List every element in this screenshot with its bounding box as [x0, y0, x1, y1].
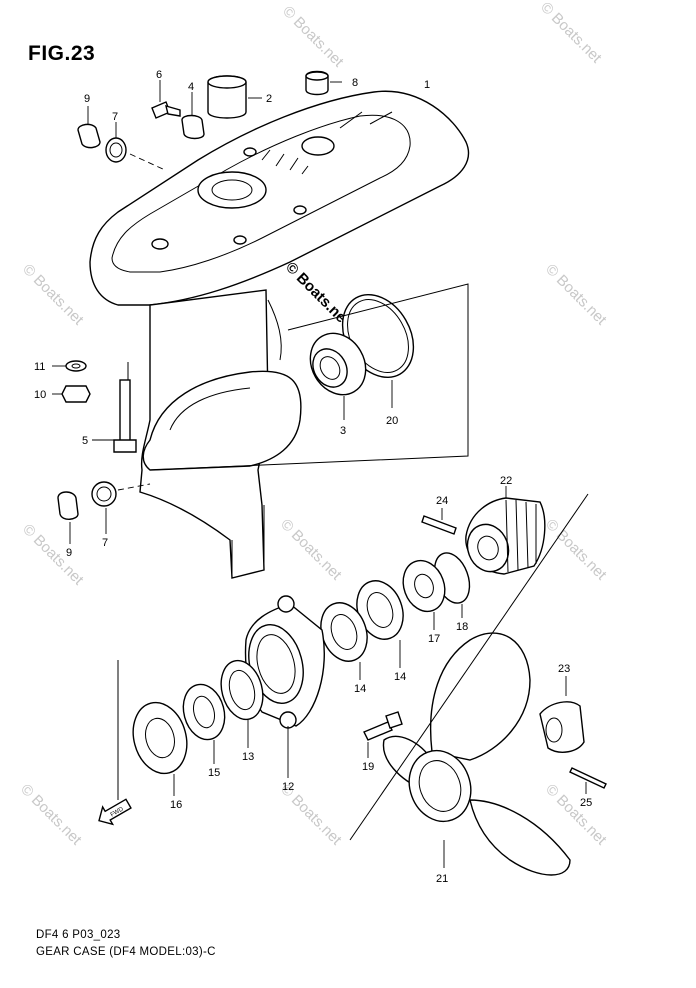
label-part-4: 4: [188, 81, 194, 93]
label-part-9-lower: 9: [66, 547, 72, 559]
watermark: © Boats.net: [17, 781, 85, 849]
part-2-bushing: [207, 75, 262, 119]
part-14-bearing-b: [320, 602, 368, 680]
label-part-2: 2: [266, 93, 272, 105]
label-part-15: 15: [208, 767, 220, 779]
label-part-10: 10: [34, 389, 46, 401]
label-part-7-lower: 7: [102, 537, 108, 549]
part-23-cone-nut: [539, 676, 585, 753]
part-5-stud-bolt: [92, 379, 137, 453]
label-part-7-upper: 7: [112, 111, 118, 123]
part-15-bearing: [182, 683, 226, 764]
watermark: © Boats.net: [537, 0, 605, 67]
part-7-gasket-lower: [91, 481, 151, 534]
part-22-clutch: [465, 486, 546, 575]
part-8-bushing: [305, 70, 342, 96]
watermark: © Boats.net: [19, 261, 87, 329]
figure-code: DF4 6 P03_023: [36, 929, 121, 941]
part-9-plug-upper: [77, 106, 101, 149]
part-13-lock-plate: [220, 659, 264, 748]
label-part-19: 19: [362, 761, 374, 773]
part-9-plug-lower: [57, 491, 79, 544]
label-part-18: 18: [456, 621, 468, 633]
part-10-nut: [52, 385, 91, 403]
part-4-washer: [181, 92, 205, 140]
fwd-arrow-icon: FWD: [98, 798, 132, 826]
label-part-17: 17: [428, 633, 440, 645]
figure-title: FIG.23: [28, 42, 96, 65]
label-part-3: 3: [340, 425, 346, 437]
watermark: © Boats.net: [279, 3, 347, 71]
label-part-14-b: 14: [354, 683, 366, 695]
part-3-bearing: [309, 332, 367, 420]
part-17-gear: [402, 559, 446, 630]
part-7-gasket-upper: [105, 122, 166, 171]
part-11-washer: [52, 360, 87, 372]
label-part-8: 8: [352, 77, 358, 89]
label-part-20: 20: [386, 415, 398, 427]
part-24-pin: [421, 508, 457, 535]
label-part-6: 6: [156, 69, 162, 81]
part-21-propeller: [349, 493, 589, 876]
part-25-cotter-pin: [569, 767, 607, 794]
label-part-21: 21: [436, 873, 448, 885]
figure-caption: GEAR CASE (DF4 MODEL:03)-C: [36, 946, 216, 958]
part-19-bolt: [363, 711, 403, 758]
gear-case-housing: [89, 90, 470, 579]
part-6-screw: [151, 80, 181, 119]
label-part-25: 25: [580, 797, 592, 809]
label-part-5: 5: [82, 435, 88, 447]
watermark: © Boats.net: [542, 516, 610, 584]
watermark: © Boats.net: [542, 261, 610, 329]
label-part-24: 24: [436, 495, 448, 507]
watermark: © Boats.net: [277, 516, 345, 584]
label-part-14-a: 14: [394, 671, 406, 683]
label-part-9-upper: 9: [84, 93, 90, 105]
part-16-ball-bearing: [132, 701, 188, 796]
watermark: © Boats.net: [19, 521, 87, 589]
part-number-labels: 1 2 3 4 5 6 7 7 8 9 9 10 11 12 13 14 14 …: [34, 69, 592, 885]
label-part-16: 16: [170, 799, 182, 811]
label-part-22: 22: [500, 475, 512, 487]
label-part-12: 12: [282, 781, 294, 793]
label-part-1: 1: [424, 79, 430, 91]
label-part-13: 13: [242, 751, 254, 763]
label-part-11: 11: [34, 361, 45, 373]
label-part-23: 23: [558, 663, 570, 675]
